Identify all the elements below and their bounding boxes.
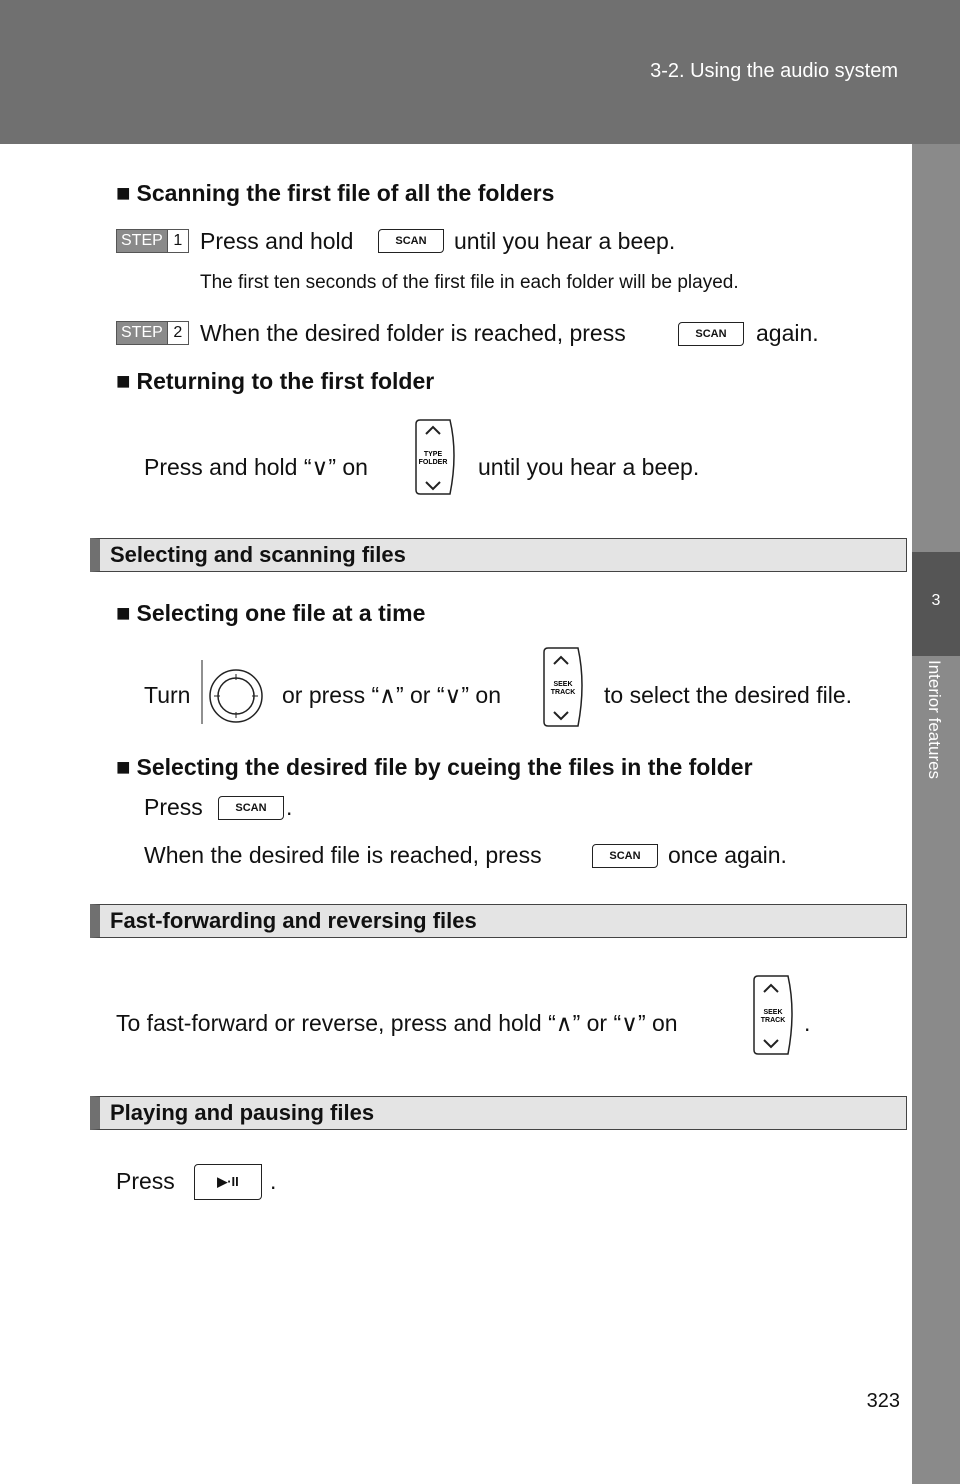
heading-cueing-files: ■Selecting the desired file by cueing th… xyxy=(116,754,753,781)
svg-text:TRACK: TRACK xyxy=(551,689,576,696)
chapter-label: Interior features xyxy=(925,660,944,780)
svg-text:TYPE: TYPE xyxy=(424,451,443,458)
chapter-number: 3 xyxy=(931,592,941,609)
scan-button-icon: SCAN xyxy=(592,844,658,868)
svg-text:FOLDER: FOLDER xyxy=(419,459,448,466)
step-1-text-a: Press and hold xyxy=(200,228,354,254)
chapter-tab xyxy=(912,144,960,1484)
return-text-b: until you hear a beep. xyxy=(478,454,700,480)
scan-button-icon: SCAN xyxy=(678,322,744,346)
svg-text:SEEK: SEEK xyxy=(763,1009,782,1016)
page-number: 323 xyxy=(866,1390,900,1412)
section-bar-play-pause: Playing and pausing files xyxy=(90,1096,907,1130)
heading-scanning-folders: ■Scanning the first file of all the fold… xyxy=(116,180,555,207)
select-text-b: or press “∧” or “∨” on xyxy=(282,682,501,708)
scan-button-icon: SCAN xyxy=(218,796,284,820)
ff-text-b: . xyxy=(804,1010,811,1036)
section-title: 3-2. Using the audio system xyxy=(650,60,898,82)
select-text-c: to select the desired file. xyxy=(604,682,853,708)
ff-text-a: To fast-forward or reverse, press and ho… xyxy=(116,1010,678,1036)
return-text-a: Press and hold “∨” on xyxy=(144,454,368,480)
heading-selecting-one: ■Selecting one file at a time xyxy=(116,600,426,627)
svg-text:SEEK: SEEK xyxy=(553,681,572,688)
play-text-a: Press xyxy=(116,1168,175,1194)
heading-returning-folder: ■Returning to the first folder xyxy=(116,368,435,395)
page-header xyxy=(0,0,960,144)
step-2-text-b: again. xyxy=(756,320,819,346)
section-bar-selecting-scanning: Selecting and scanning files xyxy=(90,538,907,572)
seek-track-rocker-icon: SEEK TRACK xyxy=(753,975,793,1055)
chapter-number-box xyxy=(912,552,960,656)
step-2-text-a: When the desired folder is reached, pres… xyxy=(200,320,626,346)
scan-button-icon: SCAN xyxy=(378,229,444,253)
cue-when-text-b: once again. xyxy=(668,842,787,868)
select-text-a: Turn xyxy=(144,682,191,708)
cue-press-dot: . xyxy=(286,794,293,820)
seek-track-rocker-icon: SEEK TRACK xyxy=(543,647,583,727)
play-text-b: . xyxy=(270,1168,277,1194)
step-1-note: The first ten seconds of the first file … xyxy=(200,272,739,293)
section-bar-fast-forward: Fast-forwarding and reversing files xyxy=(90,904,907,938)
type-folder-rocker-icon: TYPE FOLDER xyxy=(415,419,455,495)
cue-press-text: Press xyxy=(144,794,203,820)
svg-text:TRACK: TRACK xyxy=(761,1017,786,1024)
step-1-text-b: until you hear a beep. xyxy=(454,228,676,254)
play-pause-button-icon: ▶·II xyxy=(194,1164,262,1200)
tune-knob-icon xyxy=(201,660,263,724)
cue-when-text-a: When the desired file is reached, press xyxy=(144,842,542,868)
